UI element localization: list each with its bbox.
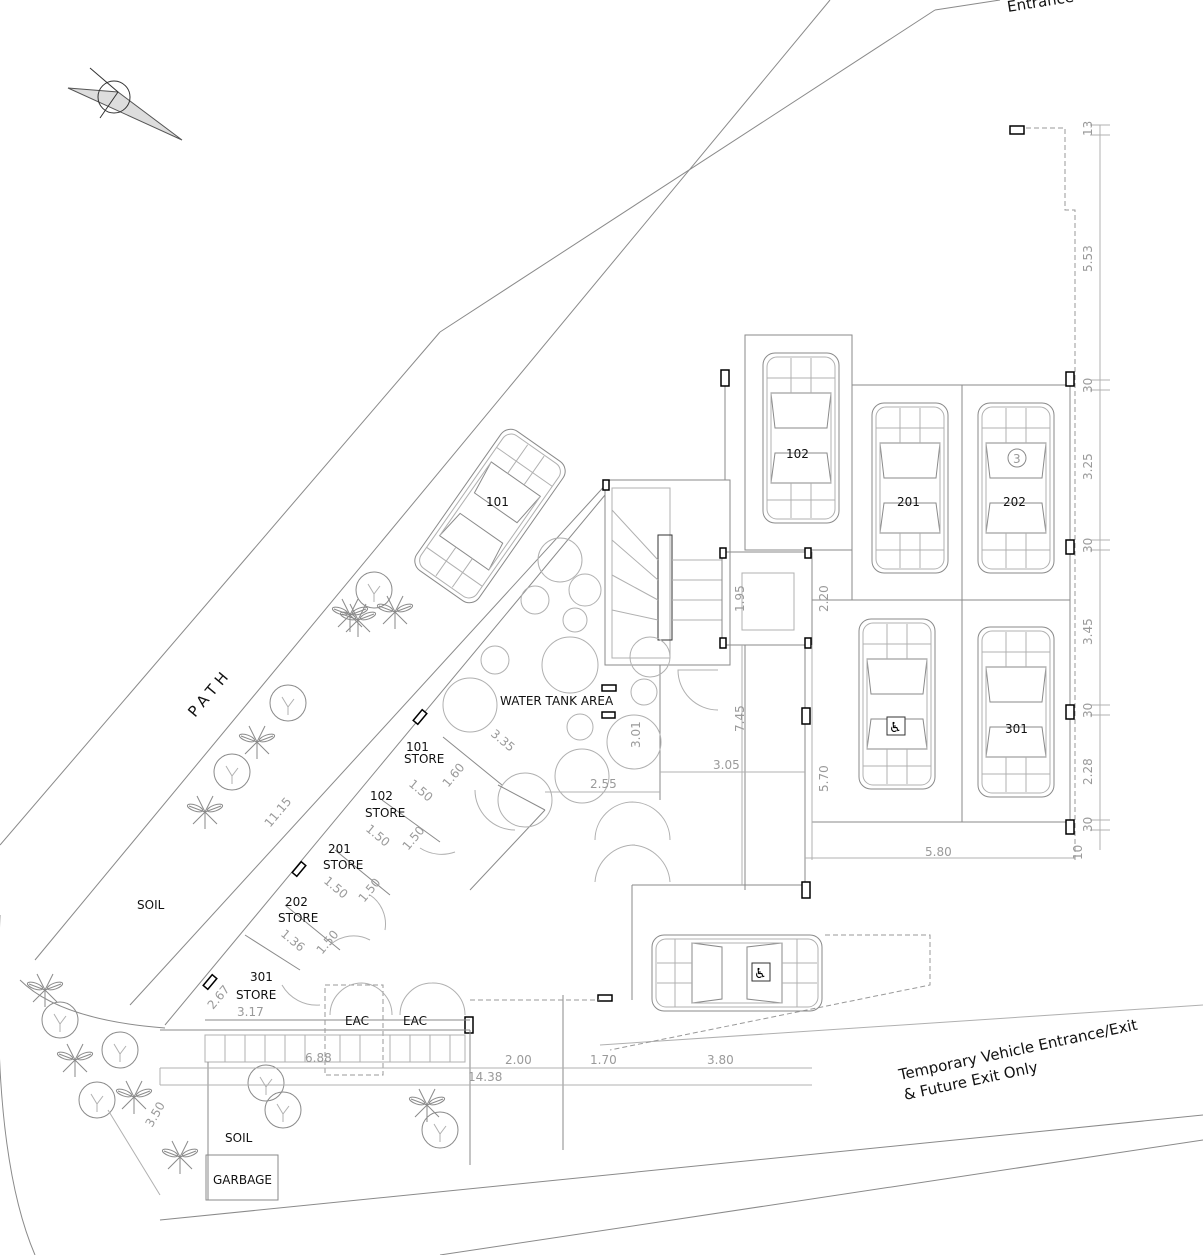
store-number: 101	[406, 740, 429, 754]
dimension-text: 1.50	[321, 874, 350, 902]
dimension-text: 1.95	[733, 585, 747, 612]
dimension-text: 7.45	[733, 705, 747, 732]
dimension-text: 1.50	[400, 823, 428, 852]
soil-label-upper: SOIL	[137, 898, 165, 912]
dimension-text: 3.01	[629, 721, 643, 748]
dimension-right-chain: 13 5.53 30 3.25 30 3.45 30 2.28 30 10	[1071, 121, 1095, 860]
parking-bays	[724, 334, 1071, 823]
path-label: PATH	[184, 665, 235, 721]
garbage-label: GARBAGE	[213, 1173, 272, 1187]
wheelchair-icon: ♿ ♿	[751, 716, 906, 982]
store-label: STORE	[404, 752, 444, 766]
store-201: 201 STORE	[323, 842, 363, 872]
dimension-stores: 1.50 1.60 1.50 1.50 1.50 1.50 1.36 1.50 …	[205, 760, 468, 1019]
store-partitions	[160, 736, 600, 1201]
store-label: STORE	[323, 858, 363, 872]
parking-label-101: 101	[486, 495, 509, 509]
car-202	[977, 402, 1055, 574]
dimension-text: 1.50	[356, 875, 384, 904]
store-102: 102 STORE	[365, 789, 405, 820]
parking-badge: 3	[1013, 452, 1021, 466]
dimension-lines	[107, 124, 1110, 1196]
parking-label-202: 202	[1003, 495, 1026, 509]
dimension-text: 2.55	[590, 777, 617, 791]
dimension-text: 30	[1081, 378, 1095, 393]
dimension-bottom: 6.88 2.00 1.70 3.80 14.38 3.50	[142, 1051, 733, 1130]
dimension-text: 2.00	[505, 1053, 532, 1067]
dimension-text: 3.25	[1081, 453, 1095, 480]
store-301: 301 STORE	[236, 970, 276, 1002]
store-label: STORE	[365, 806, 405, 820]
dimension-lift: 1.95 2.20	[733, 585, 831, 612]
dimension-text: 3.50	[142, 1099, 167, 1129]
dimension-text: 5.53	[1081, 245, 1095, 272]
eac-label-2: EAC	[403, 1014, 427, 1028]
store-number: 201	[328, 842, 351, 856]
svg-text:♿: ♿	[754, 966, 767, 982]
water-tank-label: WATER TANK AREA	[500, 694, 614, 708]
parking-label-102: 102	[786, 447, 809, 461]
store-label: STORE	[278, 911, 318, 925]
north-arrow-icon	[67, 67, 183, 141]
dimension-driveway: 7.45 3.05 5.70 5.80	[713, 705, 952, 859]
dimension-text: 30	[1081, 538, 1095, 553]
parking-label-201: 201	[897, 495, 920, 509]
dimension-text: 2.20	[817, 585, 831, 612]
car-301	[977, 626, 1055, 798]
dimension-text: 6.88	[305, 1051, 332, 1065]
dimension-text: 3.35	[488, 727, 517, 755]
dimension-text: 14.38	[468, 1070, 502, 1084]
car-accessible-3	[858, 618, 936, 790]
dimension-text: 2.28	[1081, 758, 1095, 785]
dimension-text: 3.80	[707, 1053, 734, 1067]
dimension-text: 1.70	[590, 1053, 617, 1067]
water-tanks	[442, 537, 671, 828]
dimension-text: 3.45	[1081, 618, 1095, 645]
columns	[202, 125, 1075, 1034]
car-accessible-bottom	[651, 934, 823, 1012]
dimension-text: 1.50	[406, 777, 435, 805]
store-202: 202 STORE	[278, 895, 318, 925]
store-label: STORE	[236, 988, 276, 1002]
dimension-text: 5.80	[925, 845, 952, 859]
dimension-text: 30	[1081, 703, 1095, 718]
dimension-text: 3.17	[237, 1005, 264, 1019]
dimension-text: 1.50	[363, 822, 392, 850]
store-number: 102	[370, 789, 393, 803]
car-102	[762, 352, 840, 524]
dimension-text: 5.70	[817, 765, 831, 792]
dimension-text: 30	[1081, 817, 1095, 832]
trees	[25, 571, 459, 1175]
dimension-path-length: 11.15	[262, 795, 295, 830]
svg-text:♿: ♿	[889, 720, 902, 736]
water-tank-fixture	[601, 711, 616, 719]
soil-label-lower: SOIL	[225, 1131, 253, 1145]
badge-circle	[1007, 448, 1027, 468]
dimension-text: 10	[1071, 845, 1085, 860]
dimension-text: 1.36	[278, 927, 307, 955]
store-number: 301	[250, 970, 273, 984]
car-101	[409, 424, 571, 608]
parking-label-301: 301	[1005, 722, 1028, 736]
store-101: 101 STORE	[404, 740, 444, 766]
stair-core	[469, 479, 813, 1000]
store-number: 202	[285, 895, 308, 909]
eac-label-1: EAC	[345, 1014, 369, 1028]
dimension-text: 3.05	[713, 758, 740, 772]
car-201	[871, 402, 949, 574]
dimension-water-tank: 3.35 3.01 2.55	[488, 721, 643, 791]
dimension-text: 13	[1081, 121, 1095, 136]
entrance-label-top: Entrance	[1006, 0, 1075, 16]
